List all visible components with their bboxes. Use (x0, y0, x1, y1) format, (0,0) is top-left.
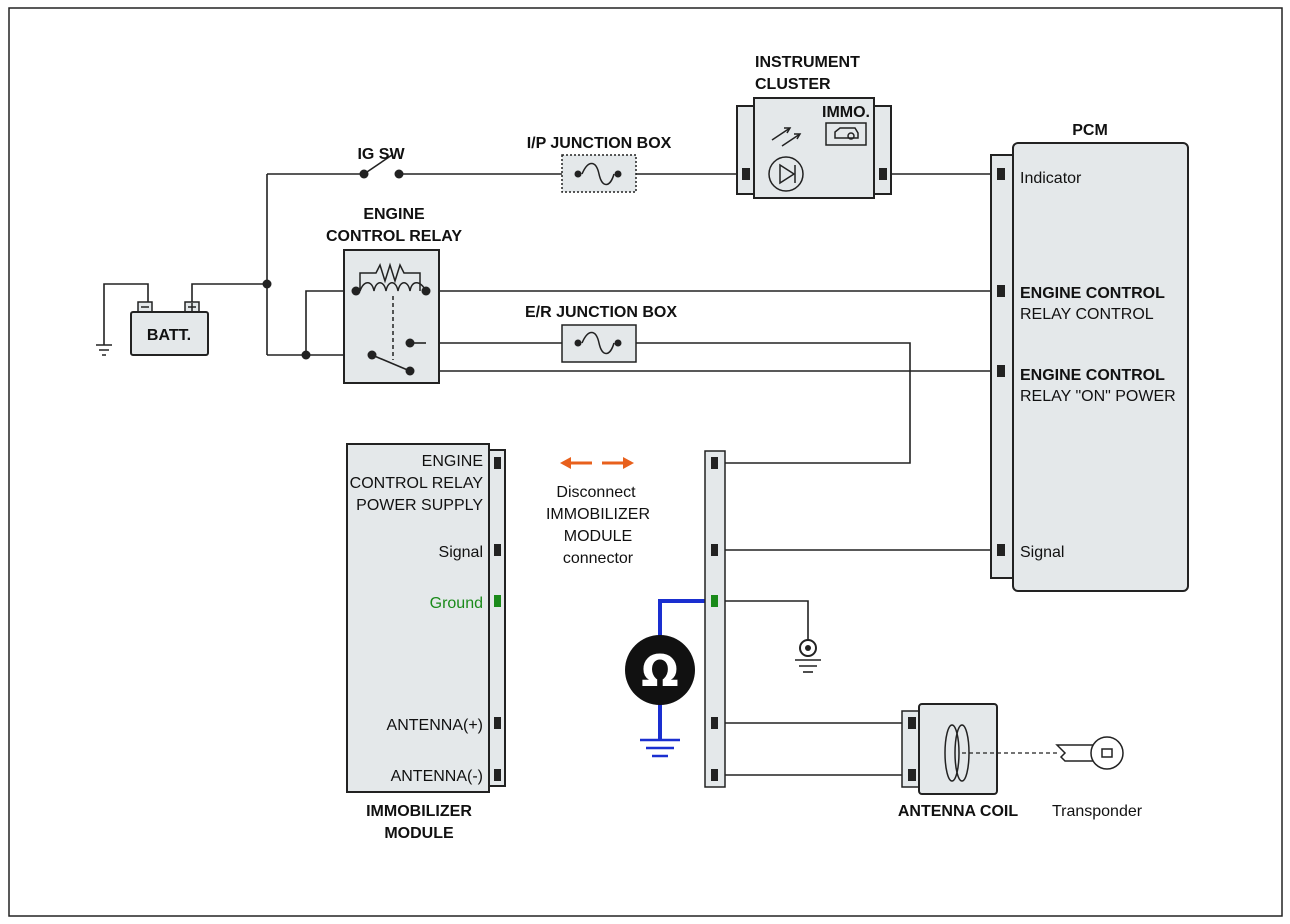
disconnect-arrows-icon (560, 457, 634, 469)
engine-control-relay-label-line1: ENGINE (363, 206, 425, 223)
immo-indicator (825, 122, 867, 146)
immo-pin-antenna-minus: ANTENNA(-) (391, 768, 483, 785)
immo-pin-ecr-power-line2: CONTROL RELAY (350, 475, 484, 492)
meter-ground-icon (640, 738, 680, 758)
wiring (103, 173, 1001, 776)
ground-pin-highlight (494, 595, 501, 607)
battery-ground-icon (96, 344, 112, 356)
transponder-label: Transponder (1052, 803, 1143, 820)
pcm-label: PCM (1072, 122, 1108, 139)
ohmmeter-icon: Ω (625, 635, 695, 705)
engine-control-relay-label-line2: CONTROL RELAY (326, 228, 462, 245)
immobilizer-module-label-line1: IMMOBILIZER (366, 803, 472, 820)
note-line1: Disconnect (556, 484, 636, 501)
note-line2: IMMOBILIZER (546, 506, 650, 523)
pcm-pin-signal: Signal (1020, 544, 1064, 561)
ig-sw-label: IG SW (357, 146, 405, 163)
note-line4: connector (563, 550, 634, 567)
light-emission-icon (771, 127, 802, 147)
er-junction-box: E/R JUNCTION BOX (525, 304, 677, 363)
pcm-pin-ecr-on-power-line2: RELAY "ON" POWER (1020, 388, 1176, 405)
pcm-pin-ecr-control-line2: RELAY CONTROL (1020, 306, 1154, 323)
transponder-key-icon: Transponder (1052, 736, 1143, 820)
engine-control-relay: ENGINE CONTROL RELAY (326, 206, 462, 384)
instrument-cluster: IMMO. INSTRUMENT CLUSTER (736, 54, 892, 199)
er-junction-box-label: E/R JUNCTION BOX (525, 304, 677, 321)
ip-junction-box: I/P JUNCTION BOX (527, 135, 672, 193)
note-line3: MODULE (564, 528, 632, 545)
immo-pin-ecr-power-line1: ENGINE (422, 453, 483, 470)
pcm: PCM Indicator ENGINE CONTROL RELAY CONTR… (990, 122, 1189, 592)
antenna-coil-label: ANTENNA COIL (898, 803, 1019, 820)
car-key-icon (834, 127, 859, 140)
instrument-cluster-label-line2: CLUSTER (755, 76, 831, 93)
immo-pin-ground: Ground (430, 595, 483, 612)
immo-label: IMMO. (822, 104, 870, 121)
antenna-coil: ANTENNA COIL (898, 703, 1057, 820)
battery: BATT. (130, 301, 209, 356)
ip-junction-box-label: I/P JUNCTION BOX (527, 135, 672, 152)
immobilizer-connector (704, 450, 726, 788)
disconnect-note: Disconnect IMMOBILIZER MODULE connector (546, 457, 650, 567)
immo-pin-antenna-plus: ANTENNA(+) (387, 717, 483, 734)
immobilizer-module: ENGINE CONTROL RELAY POWER SUPPLY Signal… (346, 443, 506, 842)
pcm-pin-indicator: Indicator (1020, 170, 1082, 187)
chassis-ground-icon (795, 639, 821, 673)
immobilizer-module-label-line2: MODULE (384, 825, 454, 842)
immo-pin-ecr-power-line3: POWER SUPPLY (356, 497, 483, 514)
diagram-frame (8, 7, 1283, 917)
pcm-pin-ecr-control-line1: ENGINE CONTROL (1020, 285, 1165, 302)
immo-pin-signal: Signal (439, 544, 483, 561)
instrument-cluster-label-line1: INSTRUMENT (755, 54, 860, 71)
battery-label: BATT. (147, 327, 191, 344)
ignition-switch: IG SW (357, 146, 405, 179)
pcm-pin-ecr-on-power-line1: ENGINE CONTROL (1020, 367, 1165, 384)
svg-text:Ω: Ω (641, 646, 678, 697)
